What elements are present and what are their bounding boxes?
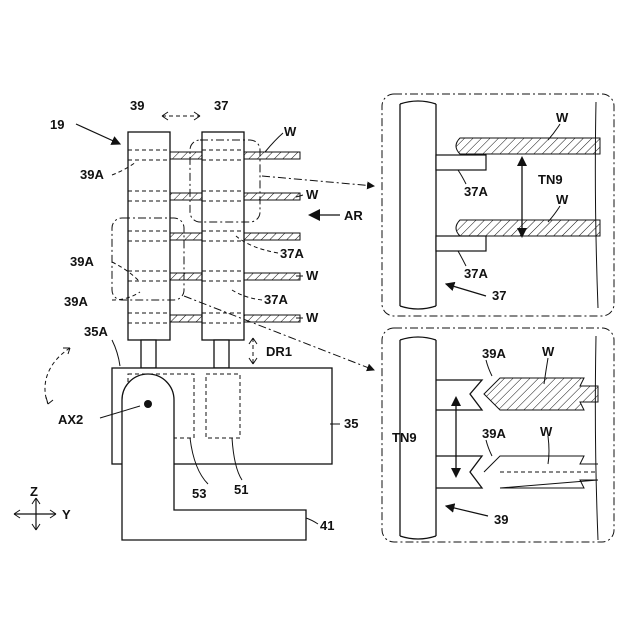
label-51: 51: [234, 482, 248, 497]
callout-upper: [382, 94, 614, 316]
label-w-2: W: [306, 187, 319, 202]
label-41: 41: [320, 518, 334, 533]
label-callout-w-2: W: [556, 192, 569, 207]
connector-upper: [262, 176, 374, 186]
label-callout-39: 39: [494, 512, 508, 527]
leader-19: [76, 124, 120, 144]
shafts: [141, 340, 229, 368]
label-39-top: 39: [130, 98, 144, 113]
axis-ax2-point: [144, 400, 152, 408]
label-callout-39a-1: 39A: [482, 346, 506, 361]
label-19: 19: [50, 117, 64, 132]
label-callout-37a-2: 37A: [464, 266, 488, 281]
rotation-arc-heads: [46, 348, 70, 404]
chuck-37: [202, 132, 244, 340]
arrow-dr1: [249, 338, 257, 364]
label-callout-tn9-upper: TN9: [538, 172, 563, 187]
label-callout-37: 37: [492, 288, 506, 303]
label-axis-y: Y: [62, 507, 71, 522]
label-callout-w-1: W: [556, 110, 569, 125]
label-w-1: W: [284, 124, 297, 139]
label-39a-2: 39A: [70, 254, 94, 269]
label-39a-3: 39A: [64, 294, 88, 309]
label-ar: AR: [344, 208, 363, 223]
chuck-39: [128, 132, 170, 340]
label-ax2: AX2: [58, 412, 83, 427]
label-37a-2: 37A: [264, 292, 288, 307]
label-callout-w-4: W: [540, 424, 553, 439]
label-37-top: 37: [214, 98, 228, 113]
label-w-4: W: [306, 310, 319, 325]
rotation-arc: [45, 348, 70, 404]
label-callout-37a-1: 37A: [464, 184, 488, 199]
label-w-3: W: [306, 268, 319, 283]
label-callout-w-3: W: [542, 344, 555, 359]
move-arrow-top: [162, 112, 200, 120]
arrow-ar: [308, 209, 340, 221]
label-dr1: DR1: [266, 344, 292, 359]
label-callout-tn9-lower: TN9: [392, 430, 417, 445]
axes-icon: [14, 498, 56, 530]
label-axis-z: Z: [30, 484, 38, 499]
label-39a-1: 39A: [80, 167, 104, 182]
label-35: 35: [344, 416, 358, 431]
label-37a-1: 37A: [280, 246, 304, 261]
label-callout-39a-2: 39A: [482, 426, 506, 441]
label-35a: 35A: [84, 324, 108, 339]
label-53: 53: [192, 486, 206, 501]
